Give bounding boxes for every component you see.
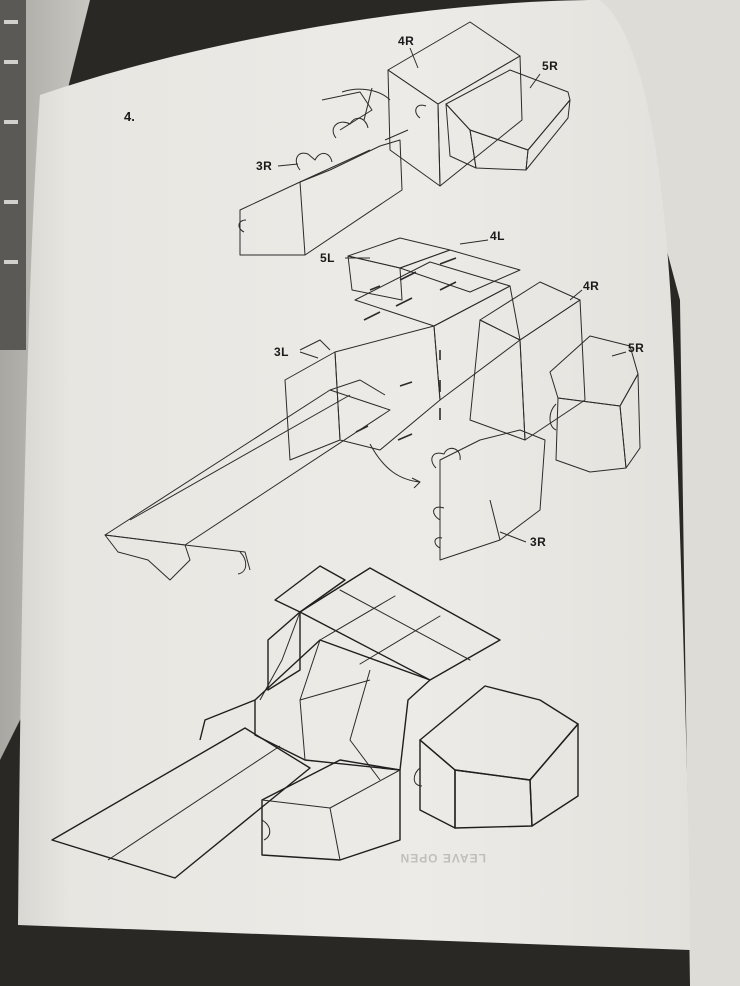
left-page-print-strip (0, 0, 26, 350)
top-assembly-diagram: 4R 5R 3R (238, 21, 571, 256)
label-3l: 3L (274, 345, 289, 359)
label-5r-mid: 5R (628, 341, 644, 355)
middle-exploded-diagram: 5L 4L 4R 5R 3L 3R (104, 229, 644, 581)
label-4r-top: 4R (398, 34, 414, 48)
label-5r-top: 5R (542, 59, 558, 73)
label-3r-mid: 3R (530, 535, 546, 549)
bottom-assembled-diagram: LEAVE OPEN (51, 565, 579, 879)
main-page (18, 0, 690, 950)
bleed-through-text: LEAVE OPEN (400, 851, 486, 865)
right-back-page (600, 0, 740, 986)
step-number: 4. (124, 109, 135, 124)
label-4l: 4L (490, 229, 505, 243)
label-5l: 5L (320, 251, 335, 265)
label-3r-top: 3R (256, 159, 272, 173)
label-4r-mid: 4R (583, 279, 599, 293)
